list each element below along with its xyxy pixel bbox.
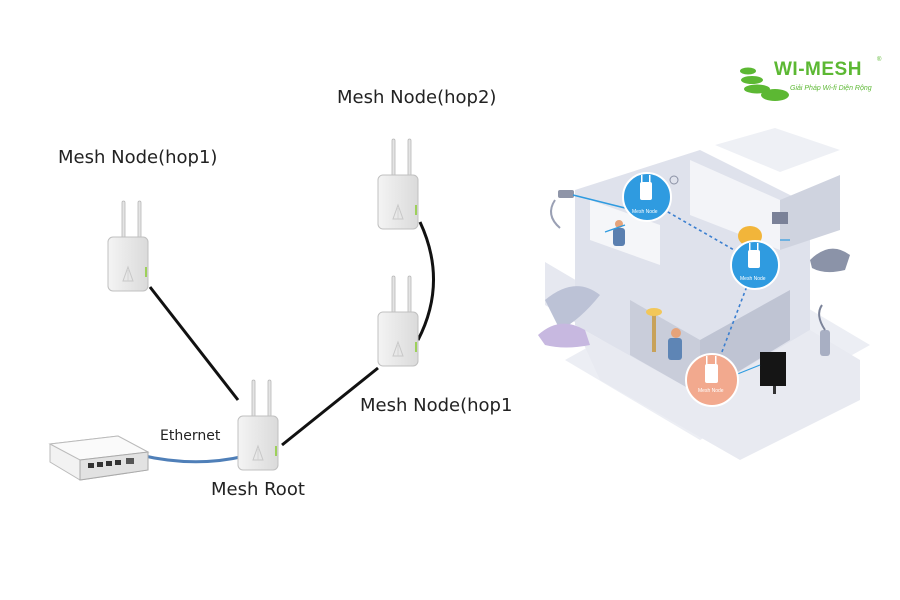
link-root-hop1-right <box>281 366 379 447</box>
label-mesh-node-hop1-right: Mesh Node(hop1 <box>360 395 513 416</box>
link-root-hop1 <box>148 286 240 401</box>
ethernet-cable <box>139 453 246 464</box>
mesh-node-hop2-device <box>377 138 419 230</box>
house-node-b-label: Mesh Node <box>740 276 766 282</box>
mesh-node-hop1-right-device <box>377 275 419 367</box>
brand-tagline: Giải Pháp Wi-fi Diện Rộng <box>790 85 872 92</box>
brand-logo-mark <box>740 67 789 101</box>
house-illustration <box>538 128 870 460</box>
label-mesh-node-hop1-left: Mesh Node(hop1) <box>58 147 218 168</box>
label-mesh-root: Mesh Root <box>211 479 305 500</box>
brand-logo: WI-MESH ® Giải Pháp Wi-fi Diện Rộng <box>732 55 882 107</box>
brand-registered-mark: ® <box>877 57 882 63</box>
mesh-root-device <box>237 379 279 471</box>
house-node-c-label: Mesh Node <box>698 388 724 394</box>
link-hop1-hop2 <box>416 221 435 341</box>
router-device <box>48 435 150 481</box>
label-ethernet: Ethernet <box>160 428 221 444</box>
mesh-node-hop1-left-device <box>107 200 149 292</box>
brand-name: WI-MESH <box>774 59 862 80</box>
house-node-a-label: Mesh Node <box>632 209 658 215</box>
label-mesh-node-hop2: Mesh Node(hop2) <box>337 87 497 108</box>
